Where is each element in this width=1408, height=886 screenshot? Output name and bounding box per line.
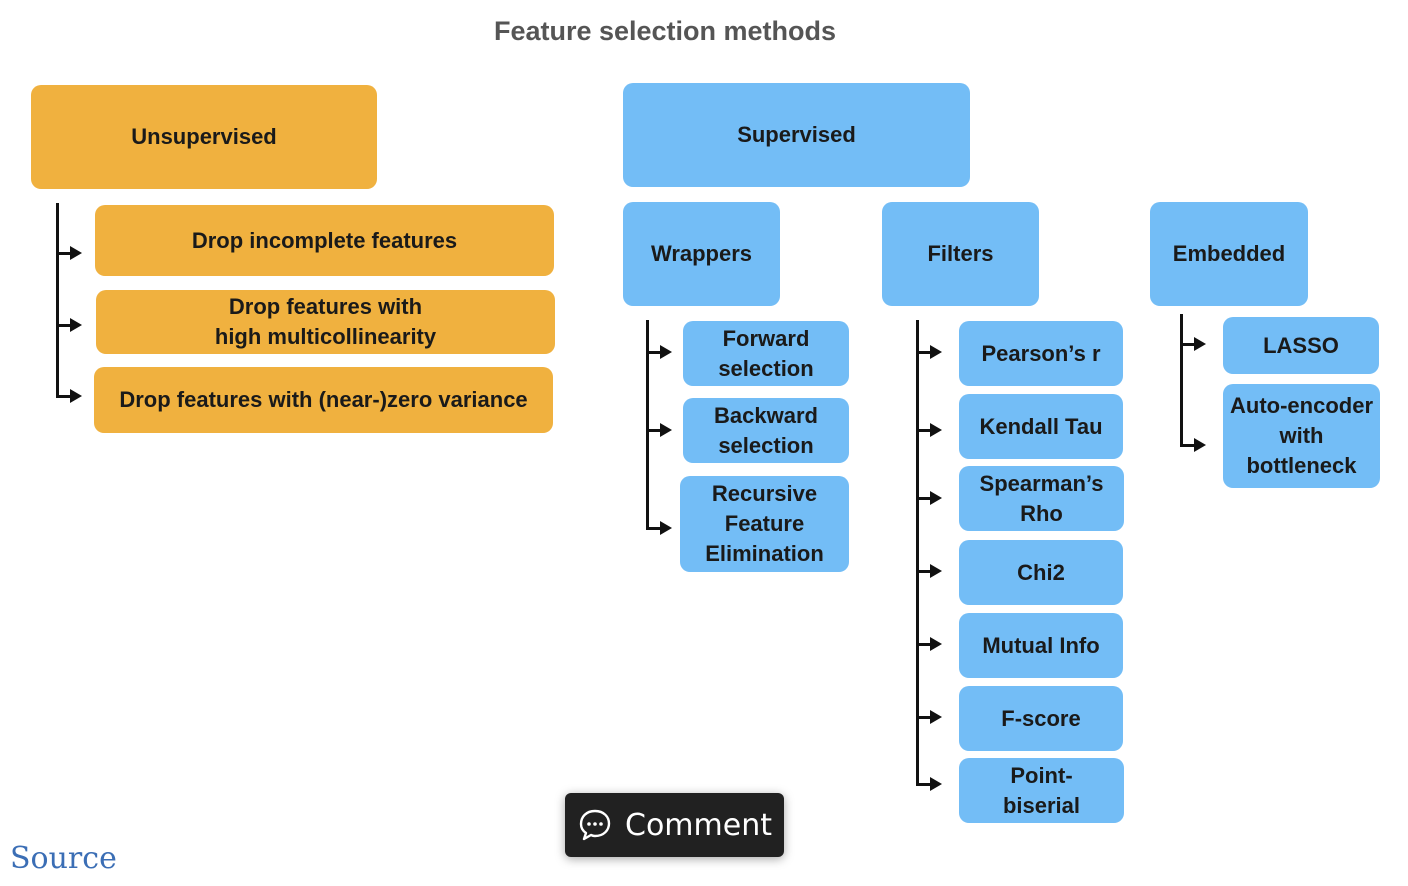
filters-item: Spearman’s Rho [959,466,1124,531]
filters-connector-3 [916,497,932,500]
filters-connector-2 [916,429,932,432]
embedded-item: LASSO [1223,317,1379,374]
comment-button-label: Comment [625,807,772,843]
wrappers-item: Recursive Feature Elimination [680,476,849,572]
filters-arrowhead-5 [930,637,942,651]
filters-connector-trunk [916,320,919,786]
supervised-label: Supervised [737,122,856,147]
comment-bubble-icon [579,809,611,841]
unsupervised-label: Unsupervised [131,124,277,149]
wrappers-connector-2 [646,429,662,432]
source-link[interactable]: Source [10,841,117,876]
unsupervised-item: Drop incomplete features [95,205,554,276]
filters-node: Filters [882,202,1039,306]
filters-arrowhead-3 [930,491,942,505]
filters-item: Point-biserial [959,758,1124,823]
filters-arrowhead-2 [930,423,942,437]
wrappers-item: Forward selection [683,321,849,386]
filters-arrowhead-6 [930,710,942,724]
unsupervised-connector-3 [56,395,72,398]
comment-button[interactable]: Comment [565,793,784,857]
wrappers-arrowhead-2 [660,423,672,437]
filters-connector-1 [916,351,932,354]
embedded-node: Embedded [1150,202,1308,306]
filters-item: F-score [959,686,1123,751]
filters-connector-4 [916,570,932,573]
filters-item: Chi2 [959,540,1123,605]
wrappers-item: Backward selection [683,398,849,463]
diagram-title: Feature selection methods [493,16,837,46]
embedded-arrowhead-1 [1194,337,1206,351]
filters-item: Kendall Tau [959,394,1123,459]
filters-item: Mutual Info [959,613,1123,678]
supervised-node: Supervised [623,83,970,187]
unsupervised-item: Drop features with (near-)zero variance [94,367,553,433]
wrappers-connector-1 [646,351,662,354]
unsupervised-connector-1 [56,252,72,255]
embedded-arrowhead-2 [1194,438,1206,452]
filters-connector-5 [916,643,932,646]
wrappers-connector-3 [646,527,662,530]
wrappers-arrowhead-1 [660,345,672,359]
embedded-item: Auto-encoder with bottleneck [1223,384,1380,488]
unsupervised-arrowhead-1 [70,246,82,260]
filters-item: Pearson’s r [959,321,1123,386]
filters-arrowhead-1 [930,345,942,359]
unsupervised-item: Drop features with high multicollinearit… [96,290,555,354]
unsupervised-connector-2 [56,324,72,327]
filters-connector-6 [916,716,932,719]
unsupervised-node: Unsupervised [31,85,377,189]
unsupervised-connector-trunk [56,203,59,396]
wrappers-arrowhead-3 [660,521,672,535]
filters-arrowhead-4 [930,564,942,578]
embedded-connector-1 [1180,343,1196,346]
unsupervised-arrowhead-3 [70,389,82,403]
wrappers-connector-trunk [646,320,649,530]
wrappers-node: Wrappers [623,202,780,306]
embedded-connector-trunk [1180,314,1183,447]
filters-connector-7 [916,783,932,786]
unsupervised-arrowhead-2 [70,318,82,332]
embedded-connector-2 [1180,444,1196,447]
filters-arrowhead-7 [930,777,942,791]
